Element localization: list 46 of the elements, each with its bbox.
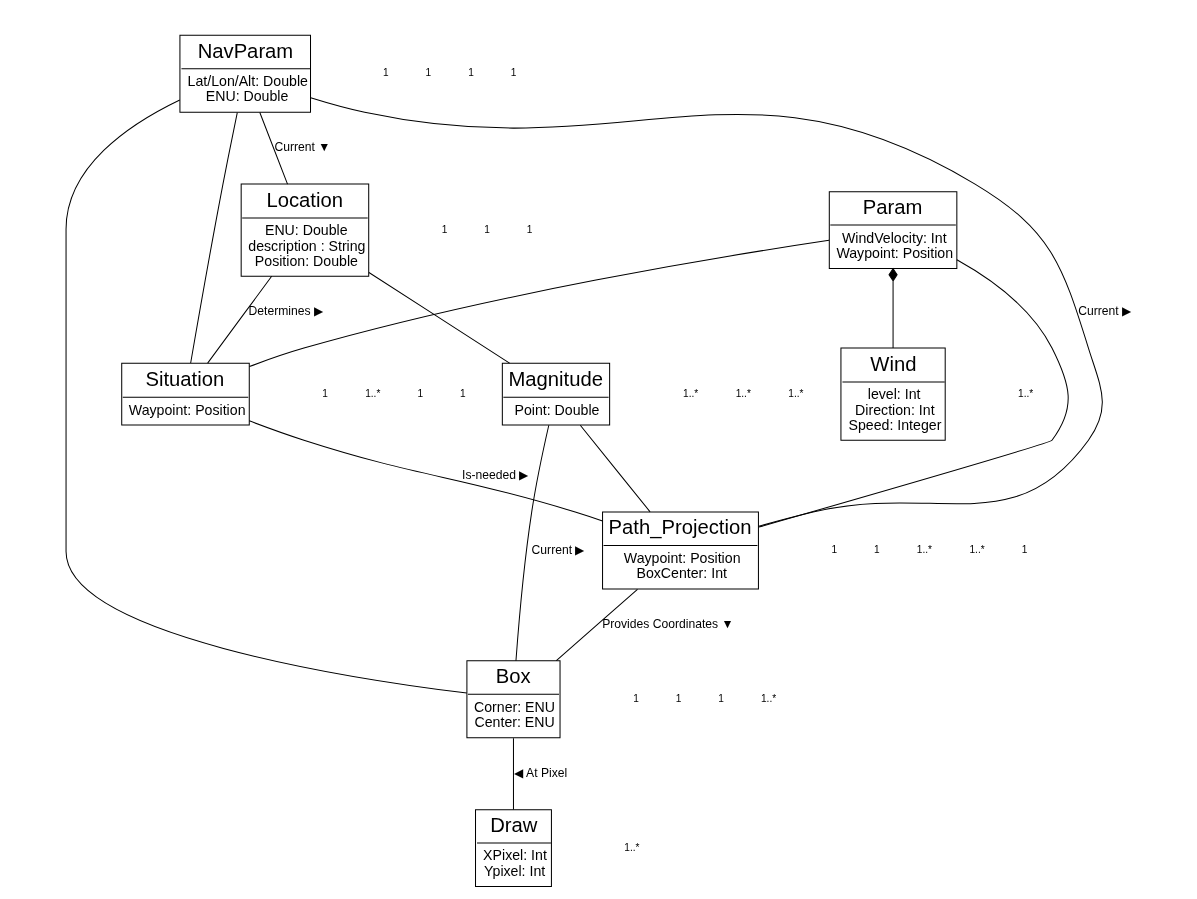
label: 1..* [624, 841, 640, 853]
connector [515, 424, 550, 662]
edge-label: Current ▶ [1078, 304, 1132, 319]
connector [555, 588, 638, 662]
label: 1 [1021, 544, 1028, 556]
label: 1..* [916, 544, 933, 556]
label: 1 [460, 387, 466, 399]
label: 1 [831, 544, 838, 556]
label: 1 [874, 544, 880, 556]
label: 1..* [735, 387, 751, 399]
label: 1 [441, 223, 448, 235]
label: 1..* [1018, 387, 1034, 399]
connector [512, 737, 514, 810]
label: 1 [322, 387, 328, 399]
label: 1 [383, 67, 389, 79]
connector [248, 420, 604, 522]
connector [579, 424, 651, 513]
label: 1 [468, 67, 474, 79]
connector [368, 271, 511, 364]
label: 1 [425, 67, 432, 79]
label: 1..* [683, 387, 699, 399]
edge-label: Determines ▶ [248, 304, 323, 319]
connector [207, 275, 273, 364]
edge-label: Is-needed ▶ [462, 468, 529, 483]
label: 1 [718, 692, 724, 704]
edge-label: Current ▶ [531, 542, 585, 557]
label: 1 [633, 692, 639, 704]
edge-label: ◀ At Pixel [514, 765, 568, 780]
connector [758, 259, 1069, 528]
label: 1..* [788, 387, 804, 399]
label: 1 [675, 692, 682, 704]
edge-label: Current ▼ [274, 140, 331, 155]
label: 1..* [365, 387, 381, 399]
edge-label: Provides Coordinates ▼ [602, 617, 734, 632]
connector [259, 112, 288, 185]
connector [310, 97, 1103, 527]
label: 1 [417, 387, 424, 399]
connector [248, 239, 830, 368]
label: 1..* [760, 692, 777, 704]
label: 1 [510, 67, 517, 79]
connector [190, 112, 238, 364]
connector [65, 99, 468, 694]
connector [888, 267, 898, 349]
label: 1 [526, 223, 533, 235]
label: 1 [484, 223, 490, 235]
label: 1..* [969, 544, 985, 556]
